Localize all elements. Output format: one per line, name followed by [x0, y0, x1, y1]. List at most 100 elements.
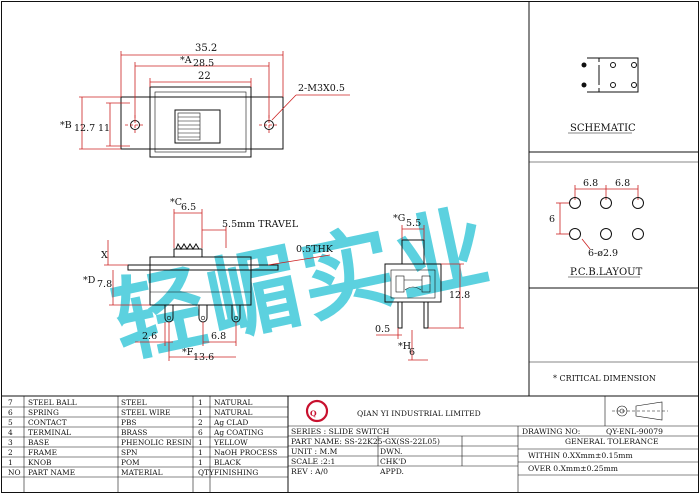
drawing-no-label: DRAWING NO:: [522, 427, 580, 436]
dim-side-pin-width: 0.5: [375, 324, 390, 335]
bom-cell-no: 4: [8, 428, 13, 437]
bom-cell-qty: 6: [198, 428, 203, 437]
pcb-row-pitch: 6: [549, 214, 555, 225]
bom-cell-finish: NaOH PROCESS: [214, 448, 277, 457]
bom-cell-no: 2: [8, 448, 13, 457]
bom-header-qty: QTY: [198, 468, 214, 477]
bom-cell-part: TERMINAL: [28, 428, 71, 437]
pcb-pitch-2: 6.8: [615, 178, 630, 189]
bom-cell-qty: 1: [198, 438, 203, 447]
bom-cell-no: 3: [8, 438, 13, 447]
dim-f-value: 13.6: [193, 352, 214, 363]
part-name-text: PART NAME: SS-22K25-GX(SS-22L05): [291, 437, 440, 446]
bom-cell-material: STEEL WIRE: [121, 408, 171, 417]
dim-mount-height: 11: [98, 123, 110, 134]
pcb-hole-note: 6-ø2.9: [588, 248, 618, 259]
bom-header-material: MATERIAL: [121, 468, 163, 477]
dim-a-value: 28.5: [193, 58, 214, 69]
bom-cell-material: STEEL: [121, 398, 147, 407]
bom-header-part: PART NAME: [28, 468, 75, 477]
dim-f-label: *F: [182, 347, 194, 358]
bom-cell-finish: NATURAL: [214, 398, 252, 407]
projection-symbol-icon: [612, 401, 668, 421]
dim-travel: 5.5mm TRAVEL: [222, 219, 299, 230]
pcb-holes: [569, 197, 644, 240]
bom-cell-part: BASE: [28, 438, 49, 447]
schematic-label: SCHEMATIC: [570, 123, 636, 134]
dim-body-length: 22: [198, 71, 211, 82]
bom-cell-qty: 2: [198, 418, 203, 427]
title-block: Q QIAN YI INDUSTRIAL LIMITED SERIES : SL…: [288, 396, 698, 492]
bom-cell-no: 5: [8, 418, 13, 427]
screw-note: 2-M3X0.5: [298, 83, 345, 94]
drawing-no-value: QY-ENL-90079: [606, 427, 663, 436]
bom-cell-finish: Ag COATING: [213, 428, 263, 437]
critical-note: * CRITICAL DIMENSION: [553, 374, 656, 383]
bom-cell-material: PHENOLIC RESIN: [121, 438, 192, 447]
bom-cell-finish: NATURAL: [214, 408, 252, 417]
dim-c-label: *C: [170, 197, 182, 208]
chkd-text: CHK'D: [380, 457, 406, 466]
bom-cell-no: 6: [8, 408, 13, 417]
bom-cell-qty: 1: [198, 408, 203, 417]
side-view: [384, 239, 442, 329]
pcb-pitch-1: 6.8: [583, 178, 598, 189]
tolerance-over: OVER 0.Xmm±0.25mm: [528, 464, 618, 473]
side-view-dimensions: *G 5.5 12.8 0.5 *H 6: [375, 213, 470, 361]
bom-cell-material: SPN: [121, 448, 138, 457]
dim-b-label: *B: [60, 120, 72, 131]
appd-text: APPD.: [379, 467, 404, 476]
pcb-label: P.C.B.LAYOUT: [570, 267, 643, 278]
bom-header-no: NO: [8, 468, 21, 477]
watermark-text: 轻嵋实业: [103, 192, 501, 377]
pcb-dimensions: 6.8 6.8 6 6-ø2.9: [549, 178, 639, 259]
bom-cell-material: POM: [121, 458, 140, 467]
bom-cell-part: FRAME: [28, 448, 57, 457]
company-logo: Q: [305, 399, 329, 423]
dim-a-label: *A: [180, 55, 192, 66]
dim-d-value: 7.8: [97, 279, 112, 290]
bom-cell-qty: 1: [198, 398, 203, 407]
schematic-symbol: [581, 57, 639, 93]
top-view: [120, 86, 284, 158]
bom-cell-finish: Ag CLAD: [213, 418, 248, 427]
rev-text: REV : A/0: [291, 467, 328, 476]
front-view-dimensions: *C 6.5 5.5mm TRAVEL X 0.5THK *D 7.8 2.6 …: [83, 197, 334, 363]
dim-h-value: 6: [409, 347, 415, 358]
dim-g-label: *G: [393, 213, 405, 224]
bom-cell-no: 1: [8, 458, 13, 467]
unit-text: UNIT : M.M: [291, 447, 338, 456]
bom-cell-part: CONTACT: [28, 418, 67, 427]
scale-text: SCALE :2:1: [291, 457, 335, 466]
bom-header-finish: FINISHING: [214, 468, 258, 477]
dim-thk: 0.5THK: [296, 244, 334, 255]
dim-g-value: 5.5: [406, 218, 421, 229]
dim-side-height: 12.8: [449, 290, 470, 301]
dwn-text: DWN.: [380, 447, 402, 456]
dim-c-value: 6.5: [181, 202, 196, 213]
dim-pin-pitch: 6.8: [211, 331, 226, 342]
company-name: QIAN YI INDUSTRIAL LIMITED: [357, 409, 481, 418]
bom-cell-part: SPRING: [28, 408, 59, 417]
bom-cell-material: PBS: [121, 418, 136, 427]
bom-cell-part: KNOB: [28, 458, 51, 467]
bom-cell-finish: BLACK: [214, 458, 241, 467]
bom-cell-material: BRASS: [121, 428, 147, 437]
dim-pin-width: 2.6: [142, 331, 157, 342]
tolerance-within: WITHIN 0.XXmm±0.15mm: [528, 451, 633, 460]
bom-cell-qty: 1: [198, 448, 203, 457]
top-view-dimensions: 35.2 *A 28.5 22 2-M3X0.5 *B 12.7 11: [60, 43, 350, 150]
dim-x-label: X: [101, 250, 108, 261]
svg-text:Q: Q: [310, 409, 317, 418]
bom-cell-no: 7: [8, 398, 13, 407]
series-text: SERIES : SLIDE SWITCH: [291, 427, 390, 436]
front-view: [127, 242, 279, 323]
bom-cell-qty: 1: [198, 458, 203, 467]
general-tolerance: GENERAL TOLERANCE: [565, 437, 659, 446]
dim-h-label: *H: [398, 341, 411, 352]
dim-d-label: *D: [83, 275, 96, 286]
bom-cell-part: STEEL BALL: [28, 398, 77, 407]
